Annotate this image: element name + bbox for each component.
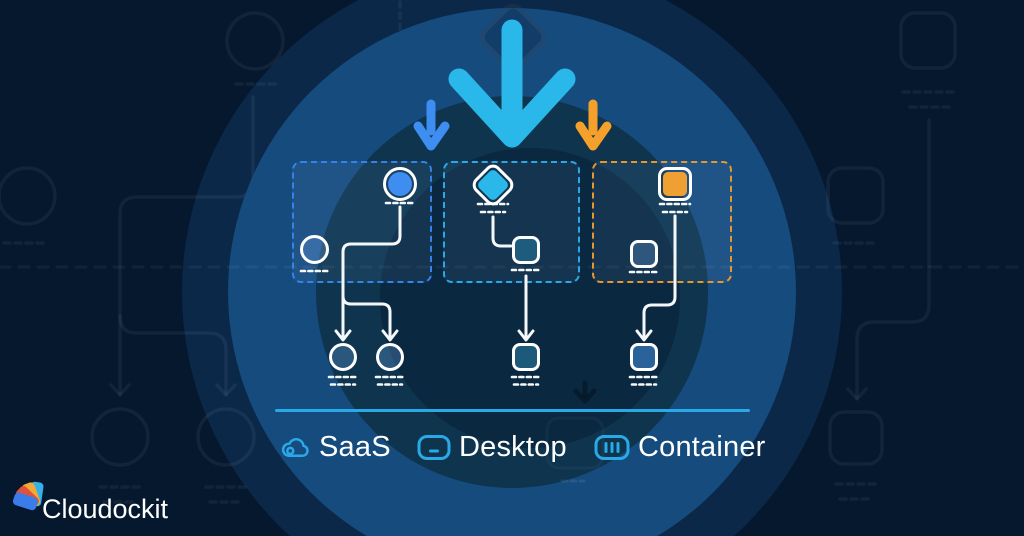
output-node-square-1 [512,343,540,371]
container-icon [594,434,630,461]
group-panel-container [592,161,732,283]
flow-arrowheads [334,329,653,342]
node-saas-secondary-circle [300,235,329,264]
cloudockit-logo: Cloudockit [11,470,234,526]
small-down-arrow-blue-icon [413,99,450,151]
node-container-primary-square [658,167,692,201]
large-down-arrow-icon [448,19,576,148]
legend-label-desktop: Desktop [459,431,567,463]
output-node-square-2 [630,343,658,371]
logo-wordmark: Cloudockit [42,494,169,524]
small-down-arrow-orange-icon [575,99,612,151]
output-node-circle-1 [329,343,357,371]
desktop-icon [417,434,451,461]
node-desktop-secondary-square [512,236,540,264]
legend-item-container: Container [594,431,766,463]
node-label-dashes [299,201,692,386]
legend-label-saas: SaaS [319,431,391,463]
group-panel-desktop [443,161,580,283]
node-saas-primary-circle [383,167,417,201]
output-node-circle-2 [376,343,404,371]
legend-item-desktop: Desktop [417,431,567,463]
node-container-secondary-square [630,240,658,268]
legend-label-container: Container [638,431,766,463]
cloud-icon [280,436,311,459]
legend-item-saas: SaaS [280,431,391,463]
legend-divider [275,409,750,412]
